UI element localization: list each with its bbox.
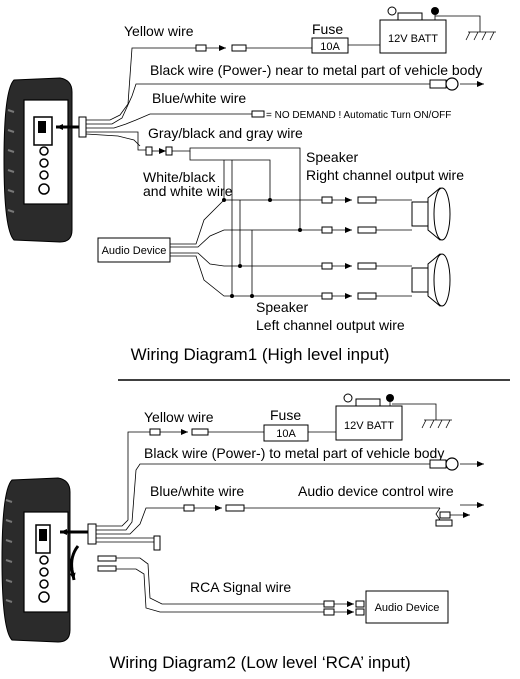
- yellow-wire-connectors: [195, 44, 312, 52]
- fuse: [311, 37, 349, 54]
- rca-wire-label: RCA Signal wire: [190, 579, 291, 595]
- audio-device-box-2: [365, 590, 449, 624]
- control-connector-icon: [435, 502, 484, 527]
- black-wire-label-2: Black wire (Power-) to metal part of veh…: [144, 445, 444, 461]
- wire-harness-2: [96, 431, 430, 551]
- speaker-left-label: Speaker: [256, 299, 308, 315]
- amplifier-unit-2: [1, 477, 71, 643]
- ground-wire: [434, 15, 481, 32]
- amplifier-unit: [3, 77, 73, 243]
- blue-white-wire-label: Blue/white wire: [152, 90, 246, 106]
- audio-device-label: Audio Device: [102, 245, 167, 257]
- diagram-2: Yellow wire Fuse 10A 12V BATT Black wire…: [1, 393, 484, 672]
- ground-icon: [465, 31, 496, 41]
- speaker-left-channel-label: Left channel output wire: [256, 317, 405, 333]
- diagram-1: Yellow wire Fuse 10A 12V BATT Black wire…: [3, 6, 496, 364]
- yellow-wire-label: Yellow wire: [124, 23, 194, 39]
- fuse-2: [263, 424, 309, 442]
- wire-harness: [85, 47, 430, 151]
- fuse-label: Fuse: [312, 21, 343, 37]
- speaker-right-label: Speaker: [306, 149, 358, 165]
- battery-label: 12V BATT: [388, 33, 438, 45]
- speaker-right-channel-label: Right channel output wire: [306, 167, 464, 183]
- gray-wire-route: [172, 147, 301, 230]
- yellow-wire-label-2: Yellow wire: [144, 409, 214, 425]
- black-wire-label: Black wire (Power-) near to metal part o…: [150, 62, 482, 78]
- battery-2: [335, 393, 403, 441]
- right-plus-route: [170, 199, 322, 245]
- audio-device-box: [97, 237, 171, 263]
- ground-icon-2: [421, 419, 452, 429]
- gray-wire-label: Gray/black and gray wire: [148, 125, 303, 141]
- speaker-right-icon: [411, 187, 451, 241]
- battery: [379, 6, 447, 54]
- white-wire-label-1: White/black: [143, 169, 216, 185]
- white-wire-label-2: and white wire: [143, 183, 233, 199]
- audio-device-label-2: Audio Device: [375, 602, 440, 614]
- gray-black-wire-route: [189, 151, 271, 200]
- rca-cables: [97, 555, 365, 616]
- speaker-connectors: [321, 196, 412, 300]
- fuse-value: 10A: [320, 41, 340, 53]
- diagram-1-caption: Wiring Diagram1 (High level input): [131, 345, 390, 364]
- fuse-value-2: 10A: [276, 428, 296, 440]
- blue-white-wire-label-2: Blue/white wire: [150, 483, 244, 499]
- control-wire-label: Audio device control wire: [298, 483, 454, 499]
- fuse-label-2: Fuse: [270, 407, 301, 423]
- ring-terminal-icon-2: [429, 457, 459, 471]
- ring-terminal-icon: [429, 77, 459, 91]
- battery-label-2: 12V BATT: [344, 420, 394, 432]
- speaker-left-icon: [411, 253, 451, 307]
- diagram-2-caption: Wiring Diagram2 (Low level ‘RCA’ input): [109, 653, 410, 672]
- no-demand-note: = NO DEMAND ! Automatic Turn ON/OFF: [266, 110, 451, 121]
